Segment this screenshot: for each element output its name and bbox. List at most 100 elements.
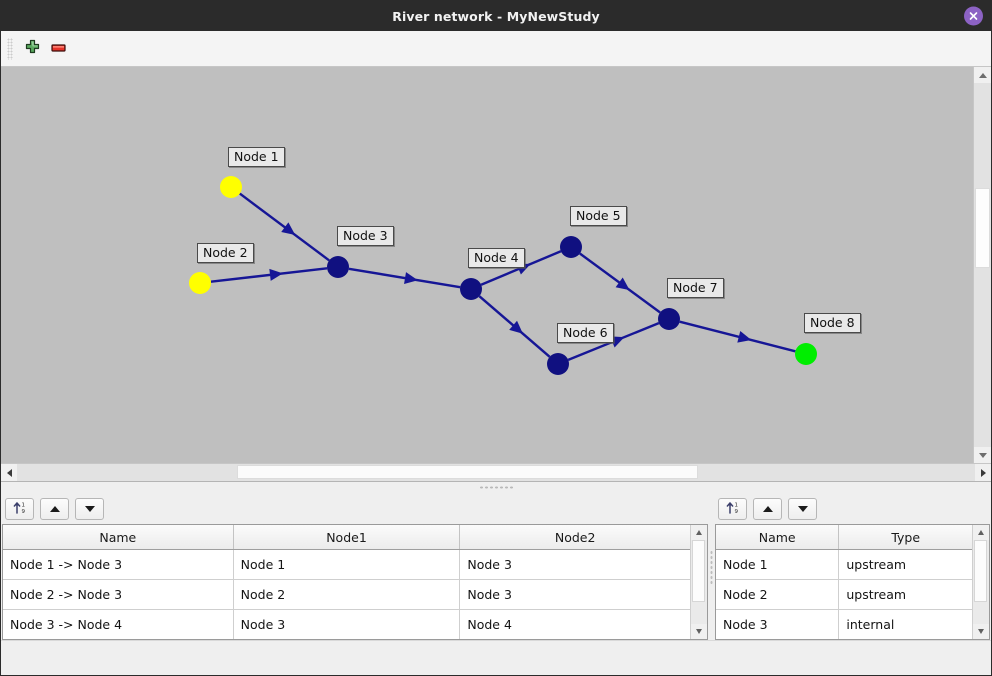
column-header-name[interactable]: Name: [3, 525, 234, 550]
delete-node-button[interactable]: [45, 36, 71, 62]
table-cell[interactable]: internal: [838, 609, 972, 639]
table-cell[interactable]: Node 3: [459, 549, 690, 580]
graph-hscroll-thumb[interactable]: [237, 465, 698, 479]
branches-vscroll-track[interactable]: [691, 540, 707, 624]
column-header-node1[interactable]: Node1: [233, 525, 461, 550]
branches-move-down-button[interactable]: [75, 497, 104, 520]
graph-area: Node 1 Node 2 Node 3 Node 4 Node 5 Node 6 Node…: [1, 67, 991, 463]
red-minus-icon: [50, 39, 67, 59]
toolbar-grip[interactable]: [7, 37, 13, 60]
nodes-sort-button[interactable]: 1 9: [718, 497, 747, 520]
table-cell[interactable]: Node 1 -> Node 3: [3, 549, 234, 580]
table-cell[interactable]: Node 1: [233, 549, 461, 580]
vertical-splitter[interactable]: [709, 493, 714, 640]
node-label-node-3[interactable]: Node 3: [337, 226, 394, 246]
triangle-down-icon: [797, 505, 808, 512]
table-cell[interactable]: Node 3 -> Node 4: [3, 609, 234, 639]
svg-text:9: 9: [734, 509, 738, 515]
vertical-splitter-grip: [710, 549, 713, 584]
graph-hscroll-track[interactable]: [17, 464, 975, 481]
table-cell[interactable]: upstream: [838, 579, 972, 610]
branches-sort-button[interactable]: 1 9: [5, 497, 34, 520]
table-cell[interactable]: Node 3: [233, 609, 461, 639]
table-cell[interactable]: Node 1: [716, 549, 840, 580]
status-bar: [1, 640, 991, 675]
table-cell[interactable]: Node 4: [459, 609, 690, 639]
network-diagram: [189, 176, 817, 375]
node-label-node-2[interactable]: Node 2: [197, 243, 254, 263]
table-cell[interactable]: Node 2 -> Node 3: [3, 579, 234, 610]
graph-vscroll-track[interactable]: [974, 83, 991, 447]
nodes-vscroll-track[interactable]: [973, 540, 989, 624]
graph-scroll-down-icon[interactable]: [974, 447, 991, 463]
node-label-node-6[interactable]: Node 6: [557, 323, 614, 343]
nodes-toolbar: 1 9: [714, 493, 991, 524]
graph-vertical-scrollbar[interactable]: [973, 67, 991, 463]
table-cell[interactable]: Node 3: [716, 609, 840, 639]
node-label-node-8[interactable]: Node 8: [804, 313, 861, 333]
nodes-move-down-button[interactable]: [788, 497, 817, 520]
node-label-node-4[interactable]: Node 4: [468, 248, 525, 268]
branches-move-up-button[interactable]: [40, 497, 69, 520]
network-canvas[interactable]: Node 1 Node 2 Node 3 Node 4 Node 5 Node 6 Node…: [1, 67, 973, 463]
table-cell[interactable]: upstream: [838, 549, 972, 580]
node-label-node-5[interactable]: Node 5: [570, 206, 627, 226]
column-header-name[interactable]: Name: [716, 525, 840, 550]
column-header-type[interactable]: Type: [838, 525, 972, 550]
sort-az-icon: 1 9: [725, 500, 741, 518]
window-title: River network - MyNewStudy: [392, 8, 600, 24]
titlebar: River network - MyNewStudy: [1, 1, 991, 31]
triangle-down-icon: [84, 505, 95, 512]
table-cell[interactable]: Node 2: [716, 579, 840, 610]
close-icon[interactable]: [964, 6, 983, 26]
svg-text:1: 1: [21, 502, 25, 508]
branches-scroll-up-icon[interactable]: [691, 525, 706, 540]
branches-scroll-down-icon[interactable]: [691, 624, 706, 639]
nodes-move-up-button[interactable]: [753, 497, 782, 520]
node-label-node-1[interactable]: Node 1: [228, 147, 285, 167]
node-label-node-7[interactable]: Node 7: [667, 278, 724, 298]
table-cell[interactable]: Node 3: [459, 579, 690, 610]
add-node-button[interactable]: [19, 36, 45, 62]
branches-vscroll-thumb[interactable]: [692, 540, 705, 602]
horizontal-splitter[interactable]: [1, 481, 991, 493]
nodes-vscroll-thumb[interactable]: [974, 540, 987, 602]
graph-scroll-left-icon[interactable]: [1, 464, 17, 481]
svg-text:9: 9: [21, 509, 25, 515]
nodes-scroll-down-icon[interactable]: [973, 624, 988, 639]
nodes-vertical-scrollbar[interactable]: [972, 525, 989, 639]
branches-toolbar: 1 9: [1, 493, 709, 524]
triangle-up-icon: [762, 505, 773, 512]
table-cell[interactable]: Node 2: [233, 579, 461, 610]
nodes-scroll-up-icon[interactable]: [973, 525, 988, 540]
branches-vertical-scrollbar[interactable]: [690, 525, 707, 639]
graph-horizontal-scrollbar[interactable]: [1, 463, 991, 481]
graph-scroll-right-icon[interactable]: [975, 464, 991, 481]
graph-vscroll-thumb[interactable]: [975, 188, 990, 268]
green-plus-icon: [24, 39, 41, 59]
sort-az-icon: 1 9: [12, 500, 28, 518]
main-toolbar: [1, 31, 991, 67]
graph-scroll-up-icon[interactable]: [974, 67, 991, 83]
column-header-node2[interactable]: Node2: [459, 525, 690, 550]
triangle-up-icon: [49, 505, 60, 512]
splitter-grip: [479, 486, 513, 489]
